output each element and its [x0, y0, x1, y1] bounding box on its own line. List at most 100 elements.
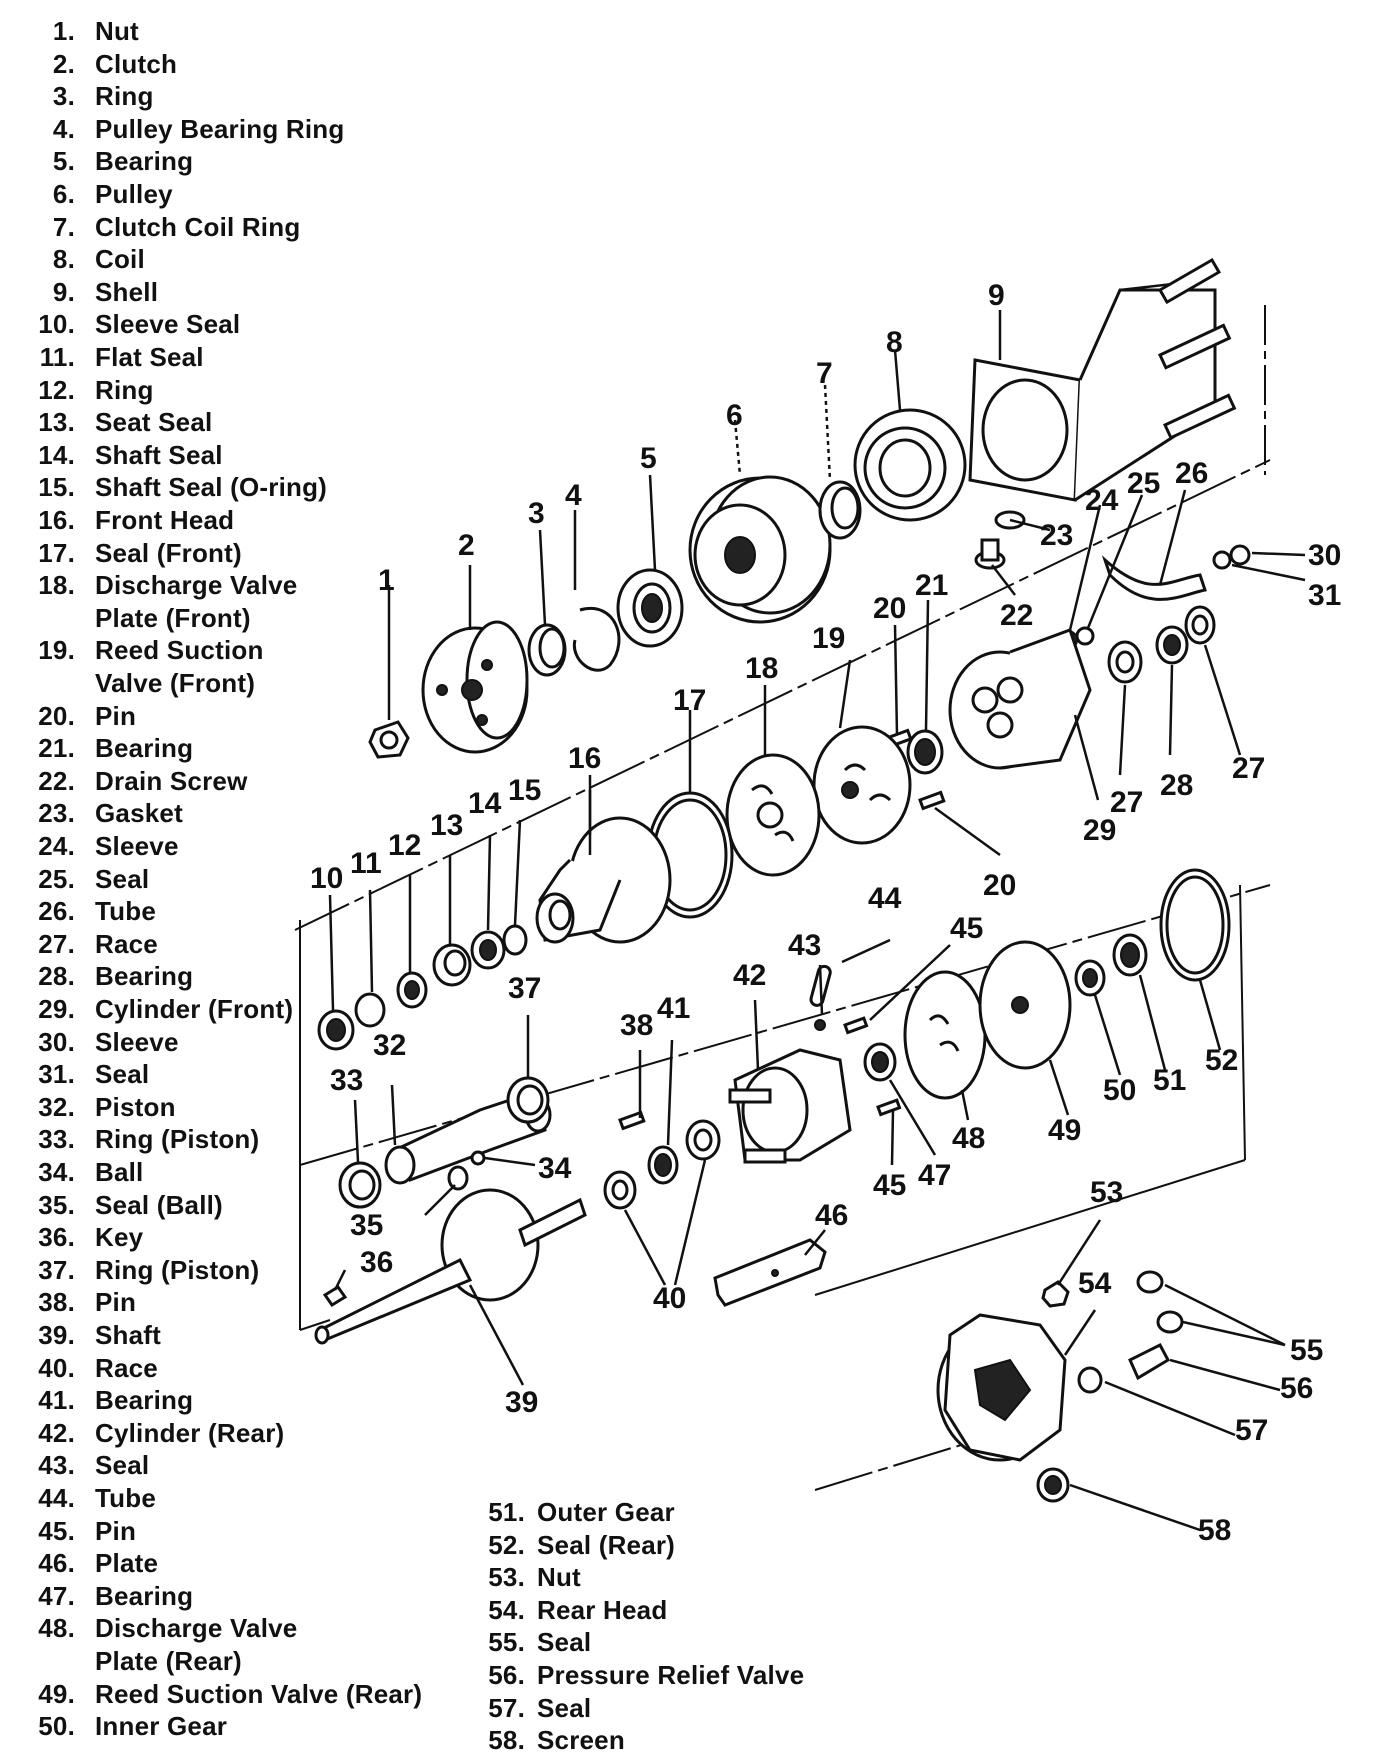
callout-23: 23 [1040, 519, 1073, 552]
part-pin-45b [876, 1098, 902, 1117]
part-front-head-16 [535, 816, 672, 944]
legend-item-label: Reed Suction Valve (Rear) [95, 1678, 423, 1709]
legend-item-number: 20. [38, 700, 75, 731]
callout-17: 17 [673, 684, 706, 717]
callout-2: 2 [458, 529, 475, 562]
legend-item-label: Key [95, 1222, 144, 1253]
legend-item-number: 30. [38, 1026, 75, 1057]
callout-39: 39 [505, 1386, 538, 1419]
callout-47: 47 [918, 1159, 951, 1192]
legend-item-number: 50. [38, 1711, 75, 1742]
legend-item-number: 8. [52, 244, 75, 275]
callout-18: 18 [745, 652, 778, 685]
part-race-40b [685, 1119, 721, 1161]
legend-item-number: 28. [38, 961, 75, 992]
legend-item-label: Sleeve [95, 831, 179, 861]
part-shaft-seal-oring-15 [502, 924, 528, 956]
callout-24: 24 [1085, 484, 1119, 517]
callout-6: 6 [726, 399, 743, 432]
legend-item-number: 42. [38, 1417, 75, 1448]
legend-item-label: Bearing [95, 733, 194, 764]
legend-item-label: Race [95, 928, 158, 959]
legend-item-label: Cylinder (Front) [95, 994, 294, 1024]
part-ring-piston-37 [506, 1076, 550, 1124]
legend-item-number: 31. [38, 1059, 75, 1090]
legend-item-number: 46. [38, 1548, 75, 1579]
legend-item-number: 57. [488, 1692, 525, 1723]
legend-item-number: 35. [38, 1189, 75, 1220]
callout-36: 36 [360, 1246, 393, 1279]
part-seal-rear-52 [1159, 868, 1231, 982]
part-bearing-28 [1155, 625, 1189, 665]
legend-item-number: 44. [38, 1483, 75, 1513]
legend-item-label: Seal [95, 1059, 150, 1090]
part-reed-suction-valve-front-19 [812, 725, 912, 845]
callout-29: 29 [1083, 814, 1116, 847]
part-seal-57 [1077, 1366, 1103, 1394]
callout-labels: 1 2 3 4 5 6 7 8 9 10 11 12 13 14 15 16 1… [310, 279, 1341, 1547]
callout-3: 3 [528, 497, 545, 530]
part-seal-ball-35 [447, 1165, 469, 1191]
legend-item-number: 27. [38, 928, 75, 959]
legend-item-label: Bearing [95, 961, 194, 992]
callout-20: 20 [873, 592, 906, 625]
callout-56: 56 [1280, 1372, 1313, 1405]
legend-item-label: Reed Suction [95, 635, 264, 666]
part-cylinder-front-29 [948, 628, 1092, 770]
legend-item-number: 19. [38, 635, 75, 666]
part-shaft-seal-14 [470, 930, 506, 970]
part-pin-45a [843, 1016, 869, 1035]
callout-31: 31 [1308, 579, 1341, 612]
callout-1: 1 [378, 564, 395, 597]
legend-item-label: Ring [95, 374, 154, 405]
legend-item-number: 1. [52, 16, 75, 46]
legend-item-number: 22. [38, 765, 75, 796]
legend-item-number: 26. [38, 896, 75, 927]
part-clutch-coil-ring-7 [818, 480, 862, 540]
part-pulley-6 [688, 475, 832, 624]
legend-item-number: 17. [38, 537, 75, 568]
legend-item-label: Shell [95, 276, 159, 307]
part-race-27b [1184, 605, 1216, 645]
legend-item-number: 32. [38, 1091, 75, 1122]
legend-item-number: 45. [38, 1515, 75, 1546]
legend-item-number: 4. [52, 113, 75, 144]
part-ring-12 [396, 971, 428, 1009]
legend-item-label: Ball [95, 1157, 144, 1187]
legend-item-label: Sleeve [95, 1026, 179, 1057]
callout-12: 12 [388, 829, 421, 862]
legend-item-number: 40. [38, 1352, 75, 1383]
callout-35: 35 [350, 1209, 383, 1242]
callout-22: 22 [1000, 599, 1033, 632]
legend-item-label: Screen [537, 1725, 625, 1756]
callout-8: 8 [886, 326, 903, 359]
legend-item-number: 11. [39, 342, 75, 372]
callout-5: 5 [640, 442, 657, 475]
legend-item-label: Ring [95, 81, 154, 112]
legend-item-label: Discharge Valve [95, 570, 298, 601]
legend-item-label: Pin [95, 1515, 137, 1546]
legend-item-number: 37. [38, 1254, 75, 1285]
legend-item-label: Shaft [95, 1320, 161, 1350]
part-tube-26 [1101, 555, 1207, 601]
part-ring-4 [572, 606, 621, 672]
callout-52: 52 [1205, 1044, 1238, 1077]
callout-42: 42 [733, 959, 766, 992]
callout-15: 15 [508, 774, 541, 807]
legend-item-number: 58. [488, 1725, 525, 1756]
part-ring-piston-33 [338, 1161, 382, 1209]
part-plate-46 [713, 1238, 827, 1307]
legend-item-label: Clutch Coil Ring [95, 211, 301, 242]
legend-item-number: 52. [488, 1529, 525, 1560]
part-ball-34 [470, 1150, 486, 1166]
callout-54: 54 [1078, 1267, 1112, 1300]
legend-item-number: 18. [38, 570, 75, 601]
legend-item-number: 3. [52, 81, 75, 112]
part-seal-55 [1136, 1270, 1184, 1334]
legend-item-label: Ring (Piston) [95, 1254, 260, 1285]
legend-item-label: Discharge Valve [95, 1613, 298, 1644]
legend-item-label: Rear Head [537, 1594, 668, 1625]
legend-item-number: 56. [488, 1660, 525, 1690]
part-reed-suction-valve-rear-49 [978, 940, 1072, 1070]
